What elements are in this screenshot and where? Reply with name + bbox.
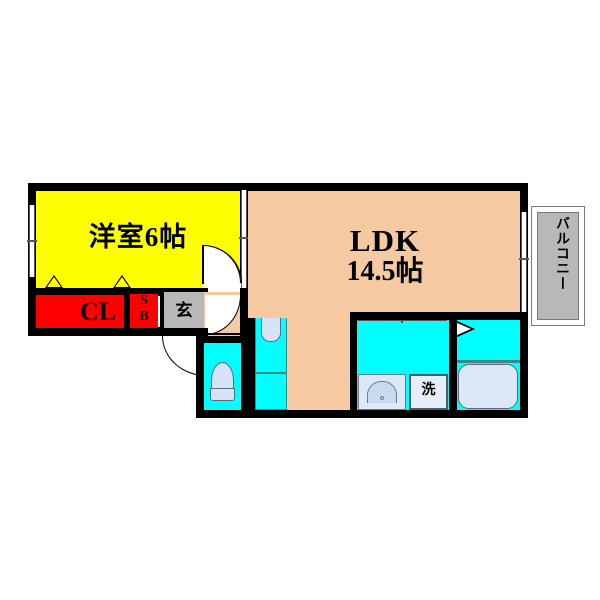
- wall-bedroom-top: [28, 183, 248, 191]
- toilet-tank: [210, 388, 235, 401]
- room-ldk-kitchen-strip: [287, 288, 350, 410]
- kitchen-counter-divider: [255, 372, 287, 374]
- label-ldk-name: LDK: [349, 223, 421, 258]
- bathtub: [458, 364, 518, 409]
- room-balcony: [537, 212, 579, 320]
- label-genkan: 玄: [175, 301, 193, 320]
- door-bedroom-opening[interactable]: [203, 282, 241, 290]
- door-bath-arrow-fill: [455, 322, 471, 336]
- wall-hallway-right: [240, 288, 248, 340]
- label-shoebox-top: S: [140, 293, 148, 308]
- bath-tub-surround: [456, 360, 520, 363]
- wall-ldk-bottom-left-segment: [287, 410, 350, 418]
- wall-washroom-bath-divider: [449, 312, 457, 418]
- room-genkan: [164, 292, 204, 332]
- label-ldk-size: 14.5帖: [346, 256, 424, 287]
- window-ldk-balcony-mullion: [519, 258, 529, 260]
- room-shoebox: [130, 294, 158, 329]
- window-bedroom-left-mullion: [27, 240, 37, 242]
- door-bedroom-leaf: [202, 245, 204, 284]
- washing-machine-space: [409, 374, 448, 410]
- label-closet: CL: [79, 297, 117, 326]
- closet-door-fold-right: [113, 275, 131, 288]
- wall-kitchen-left: [248, 288, 255, 418]
- closet-door-fold-left: [45, 275, 63, 288]
- door-hallway-leaf: [205, 333, 242, 335]
- label-shoebox-bottom: B: [139, 309, 149, 324]
- window-bedroom-right: [241, 190, 247, 290]
- wall-ldk-soffit: [350, 312, 528, 320]
- window-ldk-balcony-door[interactable]: [521, 212, 527, 312]
- label-balcony: バルコニー: [554, 216, 569, 291]
- washbasin-drain-icon: [380, 396, 384, 400]
- wall-vertical-toilet-left: [196, 336, 204, 418]
- washbasin-bowl: [367, 381, 397, 403]
- label-washer: 洗: [421, 383, 436, 398]
- window-bedroom-right-mullion: [239, 237, 249, 239]
- wall-bottom-main: [196, 410, 528, 418]
- wall-genkan-bottom: [28, 328, 208, 336]
- wall-ldk-top: [248, 183, 528, 191]
- label-bedroom: 洋室6帖: [88, 222, 188, 252]
